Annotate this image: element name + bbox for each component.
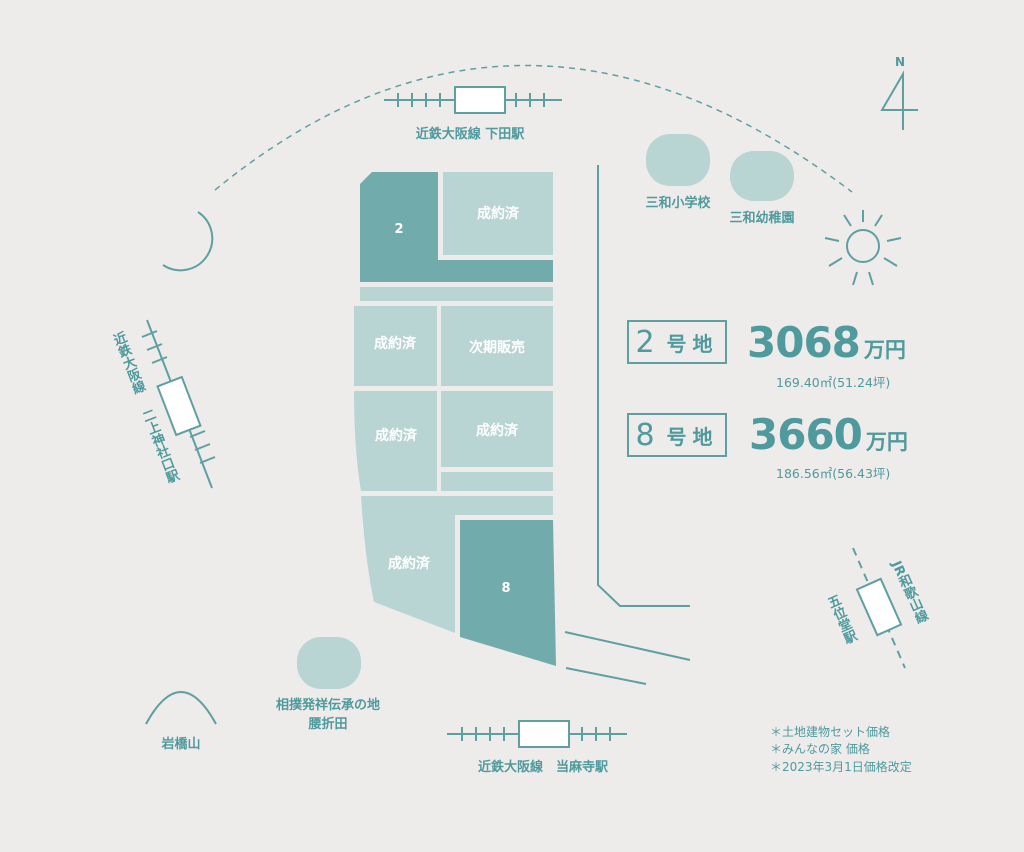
sky-arc-path [214, 64, 853, 193]
plot-band-2 [441, 472, 553, 491]
elementary-school-icon [646, 134, 710, 186]
sun-icon [824, 210, 902, 286]
mountain-icon [145, 691, 217, 725]
plot-c-label: 次期販売 [469, 339, 525, 356]
station-north-label: 近鉄大阪線 下田駅 [416, 126, 526, 142]
lot-2-lot-label: 号地 [666, 331, 719, 356]
lot-8-price-unit: 万円 [865, 430, 908, 454]
plot-b[interactable] [354, 306, 437, 386]
railway-north [384, 86, 562, 114]
railway-south [447, 720, 627, 748]
plot-band-1 [360, 287, 553, 301]
plot-area [354, 172, 556, 666]
plot-8[interactable] [460, 520, 556, 666]
station-north-icon [454, 86, 506, 114]
lot-2-price-unit: 万円 [863, 338, 906, 362]
station-south-icon [518, 720, 570, 748]
station-south-label: 近鉄大阪線 当麻寺駅 [478, 759, 609, 775]
plot-d-label: 成約済 [375, 427, 418, 444]
sumo-origin-site-icon [297, 637, 361, 689]
plot-e[interactable] [441, 391, 553, 467]
plot-d[interactable] [354, 391, 437, 491]
road-lines [564, 165, 691, 685]
kindergarten-label: 三和幼稚園 [729, 210, 794, 226]
lot-2-badge: 2 号地 [627, 320, 727, 364]
lot-8-lot-label: 号地 [666, 424, 719, 449]
elementary-school-label: 三和小学校 [645, 195, 711, 211]
lot-2-price-value: 3068 [747, 318, 861, 367]
lot-8-number: 8 [635, 417, 655, 453]
sumo-origin-site-label: 相撲発祥伝承の地 [276, 697, 380, 713]
plot-f-label: 成約済 [388, 555, 431, 572]
plot-8-label: 8 [501, 581, 510, 596]
railway-east [852, 547, 906, 669]
station-west-icon [156, 375, 202, 437]
station-east-station-label: 五位堂駅 [823, 592, 860, 648]
station-west-line-label: 近鉄大阪線 [109, 330, 147, 398]
compass-icon: N [880, 55, 918, 130]
note-minna-price: ＊みんなの家 価格 [770, 741, 870, 756]
lot-8-badge: 8 号地 [627, 413, 727, 457]
note-set-price: ＊土地建物セット価格 [770, 724, 890, 739]
kindergarten-icon [730, 151, 794, 201]
plot-2-label: 2 [394, 222, 403, 237]
moon-icon [162, 211, 214, 272]
plot-a-label: 成約済 [477, 205, 520, 222]
railway-west [141, 319, 216, 489]
mountain-label: 岩橋山 [160, 736, 200, 752]
station-east-icon [855, 577, 903, 637]
koshiorida-label: 腰折田 [307, 716, 347, 732]
plot-c[interactable] [441, 306, 553, 386]
plot-f[interactable] [361, 496, 553, 633]
lot-2-number: 2 [635, 324, 655, 360]
lot-2-area: 169.40㎡(51.24坪) [776, 375, 891, 390]
plot-b-label: 成約済 [374, 335, 417, 352]
lot-8-price-value: 3660 [749, 410, 863, 459]
lot-8-area: 186.56㎡(56.43坪) [776, 466, 891, 481]
compass-letter: N [895, 55, 905, 69]
plot-2[interactable] [360, 172, 553, 282]
plot-a[interactable] [443, 172, 553, 255]
note-revision-date: ＊2023年3月1日価格改定 [770, 759, 912, 774]
plot-e-label: 成約済 [476, 422, 519, 439]
